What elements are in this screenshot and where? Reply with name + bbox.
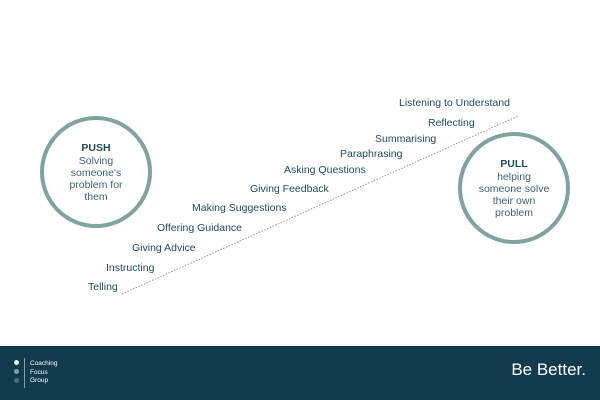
push-line: Solving xyxy=(78,154,114,167)
pull-title: PULL xyxy=(500,157,528,170)
step-offering-guidance: Offering Guidance xyxy=(157,222,243,234)
pull-line: someone solve xyxy=(478,182,550,195)
logo-divider xyxy=(24,358,25,388)
pull-line: problem xyxy=(495,206,533,219)
pull-line: helping xyxy=(497,170,531,183)
push-line: them xyxy=(84,190,108,203)
push-line: problem for xyxy=(69,178,123,191)
diagram-canvas: PUSH Solving someone's problem for them … xyxy=(40,97,570,295)
push-title: PUSH xyxy=(81,141,111,154)
step-asking-questions: Asking Questions xyxy=(284,164,366,176)
pull-line: their own xyxy=(492,194,536,207)
logo-line: Coaching xyxy=(30,360,58,367)
step-telling: Telling xyxy=(88,281,118,293)
logo-dots-icon xyxy=(14,360,20,387)
logo-text: Coaching Focus Group xyxy=(30,360,57,386)
step-instructing: Instructing xyxy=(106,262,155,274)
step-giving-feedback: Giving Feedback xyxy=(250,183,329,195)
logo-line: Focus xyxy=(30,368,48,376)
logo-line: Group xyxy=(30,377,49,384)
push-circle: PUSH Solving someone's problem for them xyxy=(40,116,152,228)
pull-circle: PULL helping someone solve their own pro… xyxy=(458,132,570,244)
step-paraphrasing: Paraphrasing xyxy=(340,148,403,160)
step-summarising: Summarising xyxy=(375,133,437,145)
push-line: someone's xyxy=(70,166,122,179)
logo-dot xyxy=(14,378,19,383)
step-reflecting: Reflecting xyxy=(428,117,475,129)
logo-dot xyxy=(14,369,19,374)
push-description: Solving someone's problem for them xyxy=(59,155,132,203)
step-making-suggestions: Making Suggestions xyxy=(192,202,287,214)
footer-bar: Coaching Focus Group Be Better. xyxy=(0,346,600,400)
tagline: Be Better. xyxy=(511,360,586,379)
step-giving-advice: Giving Advice xyxy=(132,242,196,254)
pull-description: helping someone solve their own problem xyxy=(469,171,560,219)
step-listening-to-understand: Listening to Understand xyxy=(399,97,510,109)
diagonal-dotted-line xyxy=(121,115,519,295)
logo-dot xyxy=(14,360,19,365)
